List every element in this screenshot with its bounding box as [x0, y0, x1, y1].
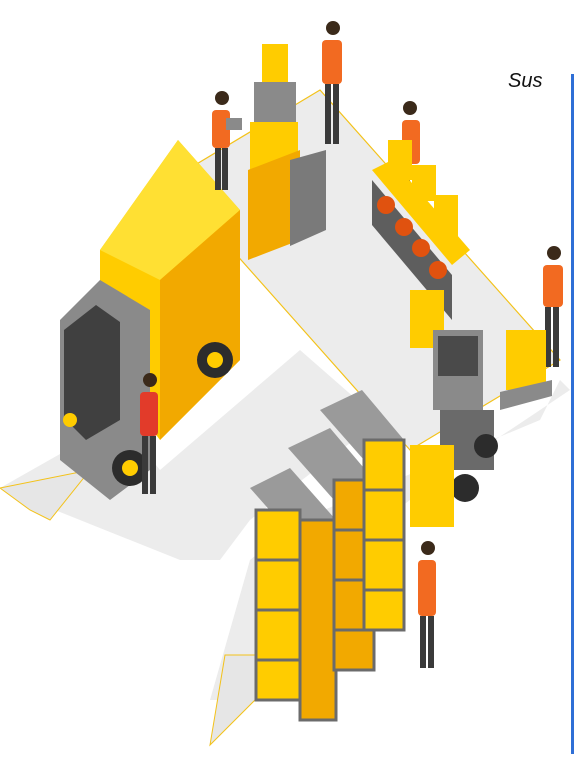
accent-rule — [571, 74, 574, 754]
caption-text: Sus — [508, 70, 542, 93]
pallet-icon — [500, 330, 552, 410]
worker-icon — [418, 541, 436, 668]
